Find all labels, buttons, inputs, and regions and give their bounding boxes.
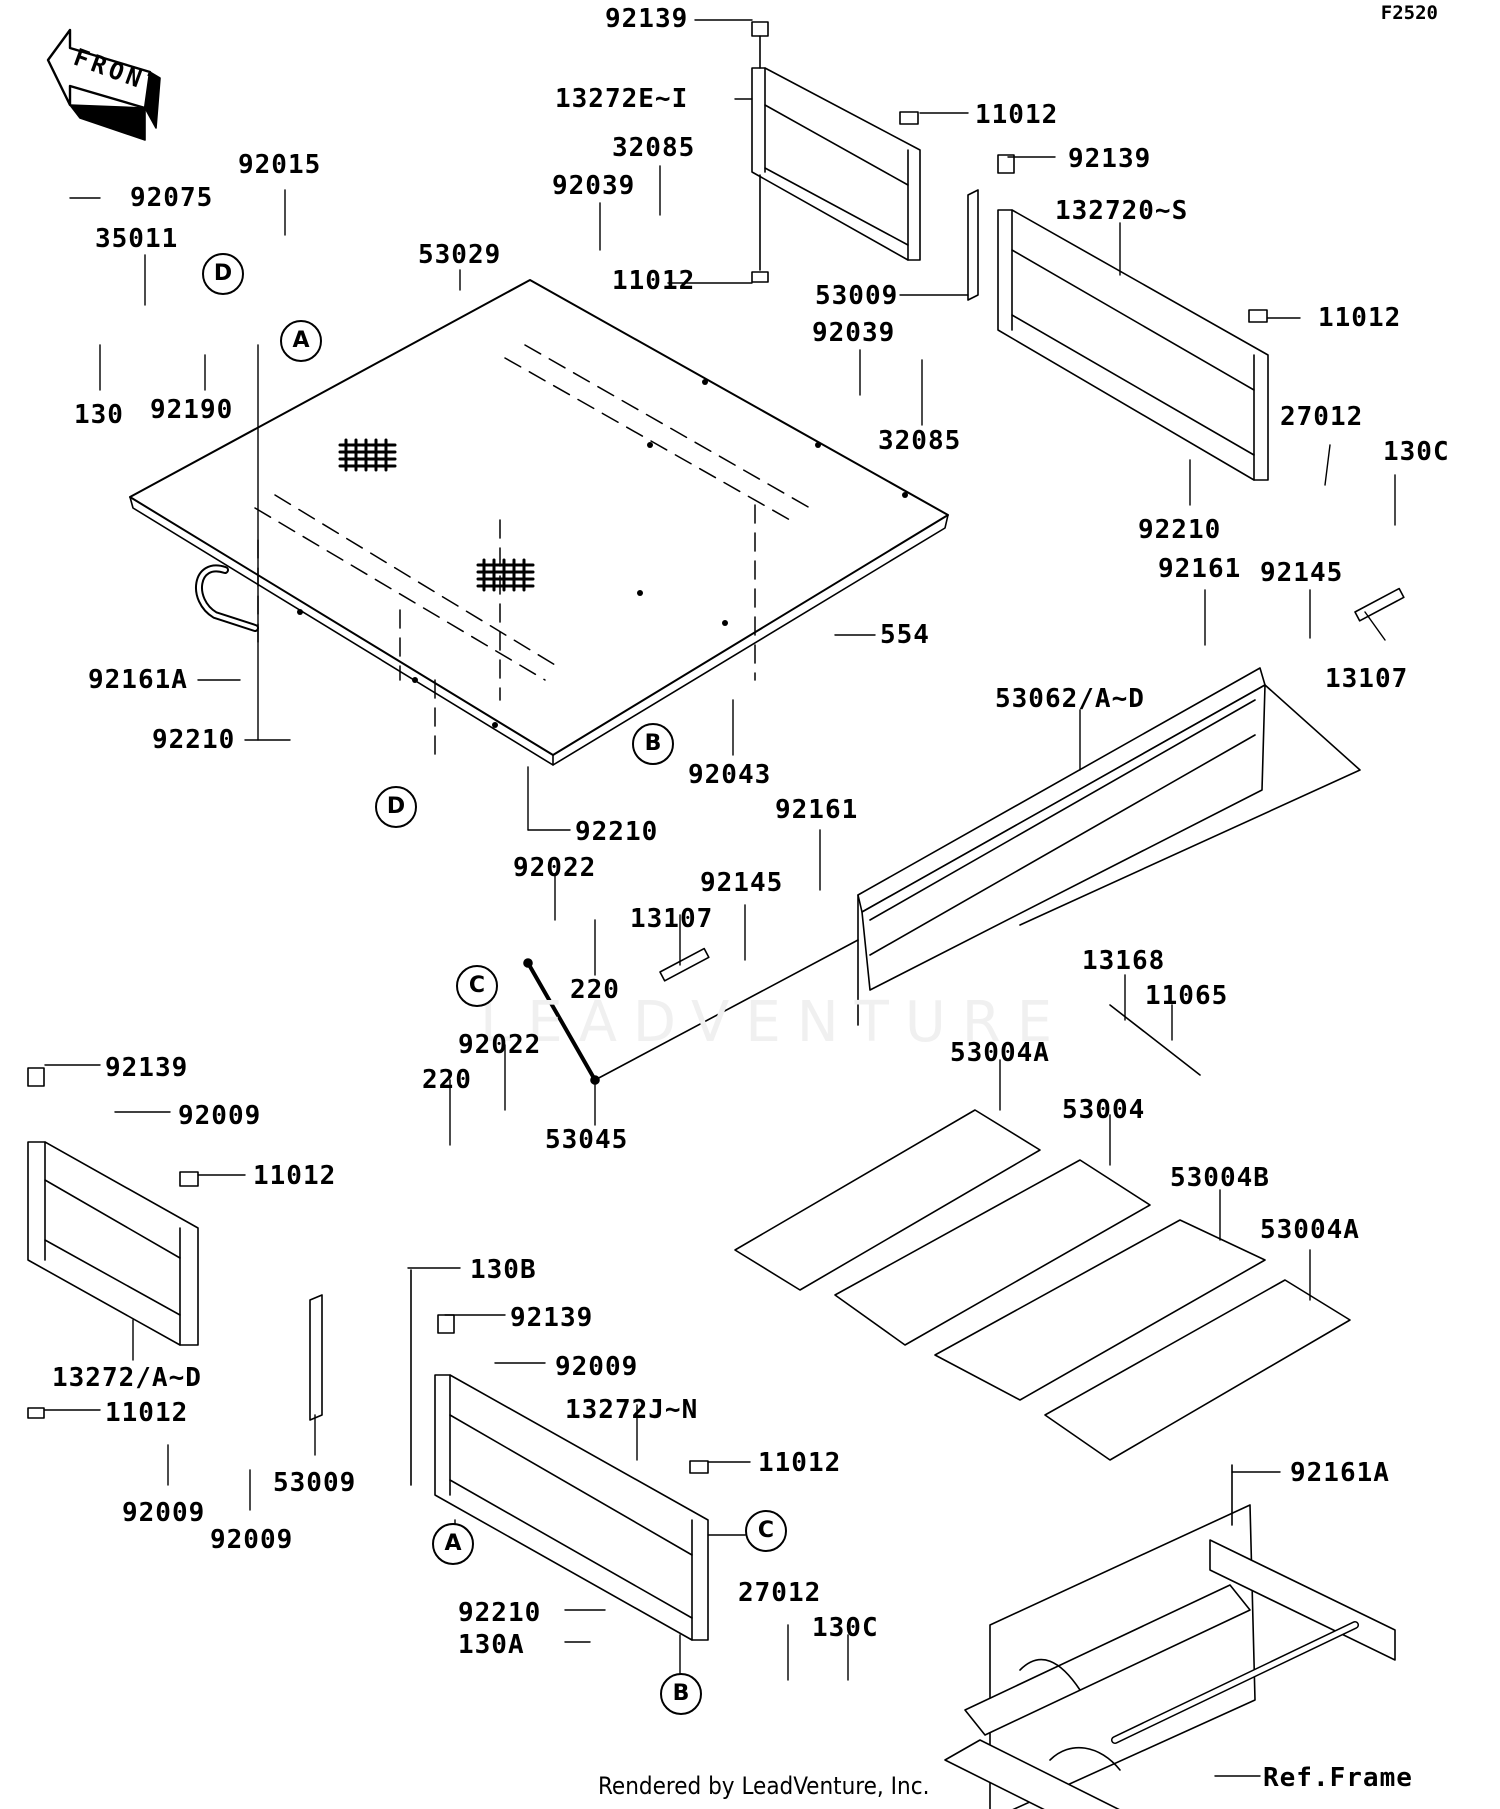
- part-label: 11012: [105, 1398, 189, 1428]
- part-label: 92161: [1158, 554, 1242, 584]
- part-label: 92039: [812, 318, 896, 348]
- part-label: 11012: [253, 1161, 337, 1191]
- ref-circle-d: D: [375, 786, 417, 828]
- part-label: 92145: [700, 868, 784, 898]
- part-label: 92043: [688, 760, 772, 790]
- part-label: 92139: [105, 1053, 189, 1083]
- floor-mats-53004: [735, 1110, 1350, 1460]
- part-label: 27012: [1280, 402, 1364, 432]
- ref-circle-a: A: [280, 320, 322, 362]
- part-label: 92075: [130, 183, 214, 213]
- render-credit: Rendered by LeadVenture, Inc.: [598, 1772, 930, 1800]
- part-label: 92210: [152, 725, 236, 755]
- part-label: 11012: [612, 266, 696, 296]
- part-label: 32085: [612, 133, 696, 163]
- part-label: 92161A: [1290, 1458, 1390, 1488]
- part-label: 53004: [1062, 1095, 1146, 1125]
- part-label: 53029: [418, 240, 502, 270]
- part-label: 92210: [1138, 515, 1222, 545]
- part-label: 92210: [575, 817, 659, 847]
- part-label: 130: [74, 400, 124, 430]
- ref-circle-a: A: [432, 1523, 474, 1565]
- ref-circle-c: C: [456, 965, 498, 1007]
- part-label: 13107: [1325, 664, 1409, 694]
- tailgate-53062: [858, 668, 1360, 1025]
- front-direction-arrow: [48, 30, 160, 140]
- part-label: 92022: [458, 1030, 542, 1060]
- watermark: LEADVENTURE: [480, 990, 1069, 1055]
- part-label: 53062/A~D: [995, 684, 1145, 714]
- part-label: 92161: [775, 795, 859, 825]
- part-label: 92039: [552, 171, 636, 201]
- vehicle-frame-reference: [945, 1465, 1395, 1809]
- part-label: 92139: [510, 1303, 594, 1333]
- part-label: 130A: [458, 1630, 525, 1660]
- part-label: 92022: [513, 853, 597, 883]
- side-rail-13272J-N: [310, 1270, 708, 1640]
- part-label: 13107: [630, 904, 714, 934]
- part-label: 92210: [458, 1598, 542, 1628]
- part-label: 132720~S: [1055, 196, 1189, 226]
- part-label: 92009: [555, 1352, 639, 1382]
- part-label: 13272/A~D: [52, 1363, 202, 1393]
- part-label: 92139: [1068, 144, 1152, 174]
- ref-circle-b: B: [632, 723, 674, 765]
- part-label: 11012: [758, 1448, 842, 1478]
- part-label: 53004A: [950, 1038, 1050, 1068]
- part-label: 92009: [210, 1525, 294, 1555]
- part-label: 53004B: [1170, 1163, 1270, 1193]
- part-label: 92009: [122, 1498, 206, 1528]
- deck-panel-53029: [130, 280, 948, 765]
- side-rail-13272-A-D: [28, 1068, 198, 1418]
- part-label: 220: [422, 1065, 472, 1095]
- part-label: 92009: [178, 1101, 262, 1131]
- ref-circle-c: C: [745, 1510, 787, 1552]
- part-label: 130B: [470, 1255, 537, 1285]
- part-label: 554: [880, 620, 930, 650]
- figure-code: F2520: [1380, 2, 1438, 24]
- part-label: 32085: [878, 426, 962, 456]
- shaft-13107: [660, 589, 1404, 1075]
- part-label: 92139: [605, 4, 689, 34]
- part-label: 130C: [1383, 437, 1450, 467]
- part-label: 11065: [1145, 981, 1229, 1011]
- part-label: 53004A: [1260, 1215, 1360, 1245]
- part-label: 11012: [975, 100, 1059, 130]
- ref-circle-d: D: [202, 253, 244, 295]
- ref-circle-b: B: [660, 1673, 702, 1715]
- part-label: 130C: [812, 1613, 879, 1643]
- part-label: 92015: [238, 150, 322, 180]
- side-rail-13272E-I: [752, 22, 920, 282]
- part-label: 53009: [815, 281, 899, 311]
- part-label: 92161A: [88, 665, 188, 695]
- part-label: 53045: [545, 1125, 629, 1155]
- part-label: 13272E~I: [555, 84, 689, 114]
- leader-lines: [45, 20, 1395, 1776]
- part-label: 35011: [95, 224, 179, 254]
- part-label: 13272J~N: [565, 1395, 699, 1425]
- side-rail-132720-S: [968, 155, 1268, 480]
- part-label-ref-frame: Ref.Frame: [1263, 1763, 1413, 1793]
- part-label: 13168: [1082, 946, 1166, 976]
- part-label: 92190: [150, 395, 234, 425]
- part-label: 220: [570, 975, 620, 1005]
- part-label: 11012: [1318, 303, 1402, 333]
- part-label: 27012: [738, 1578, 822, 1608]
- part-label: 53009: [273, 1468, 357, 1498]
- part-label: 92145: [1260, 558, 1344, 588]
- tie-rod-53045: [524, 940, 858, 1084]
